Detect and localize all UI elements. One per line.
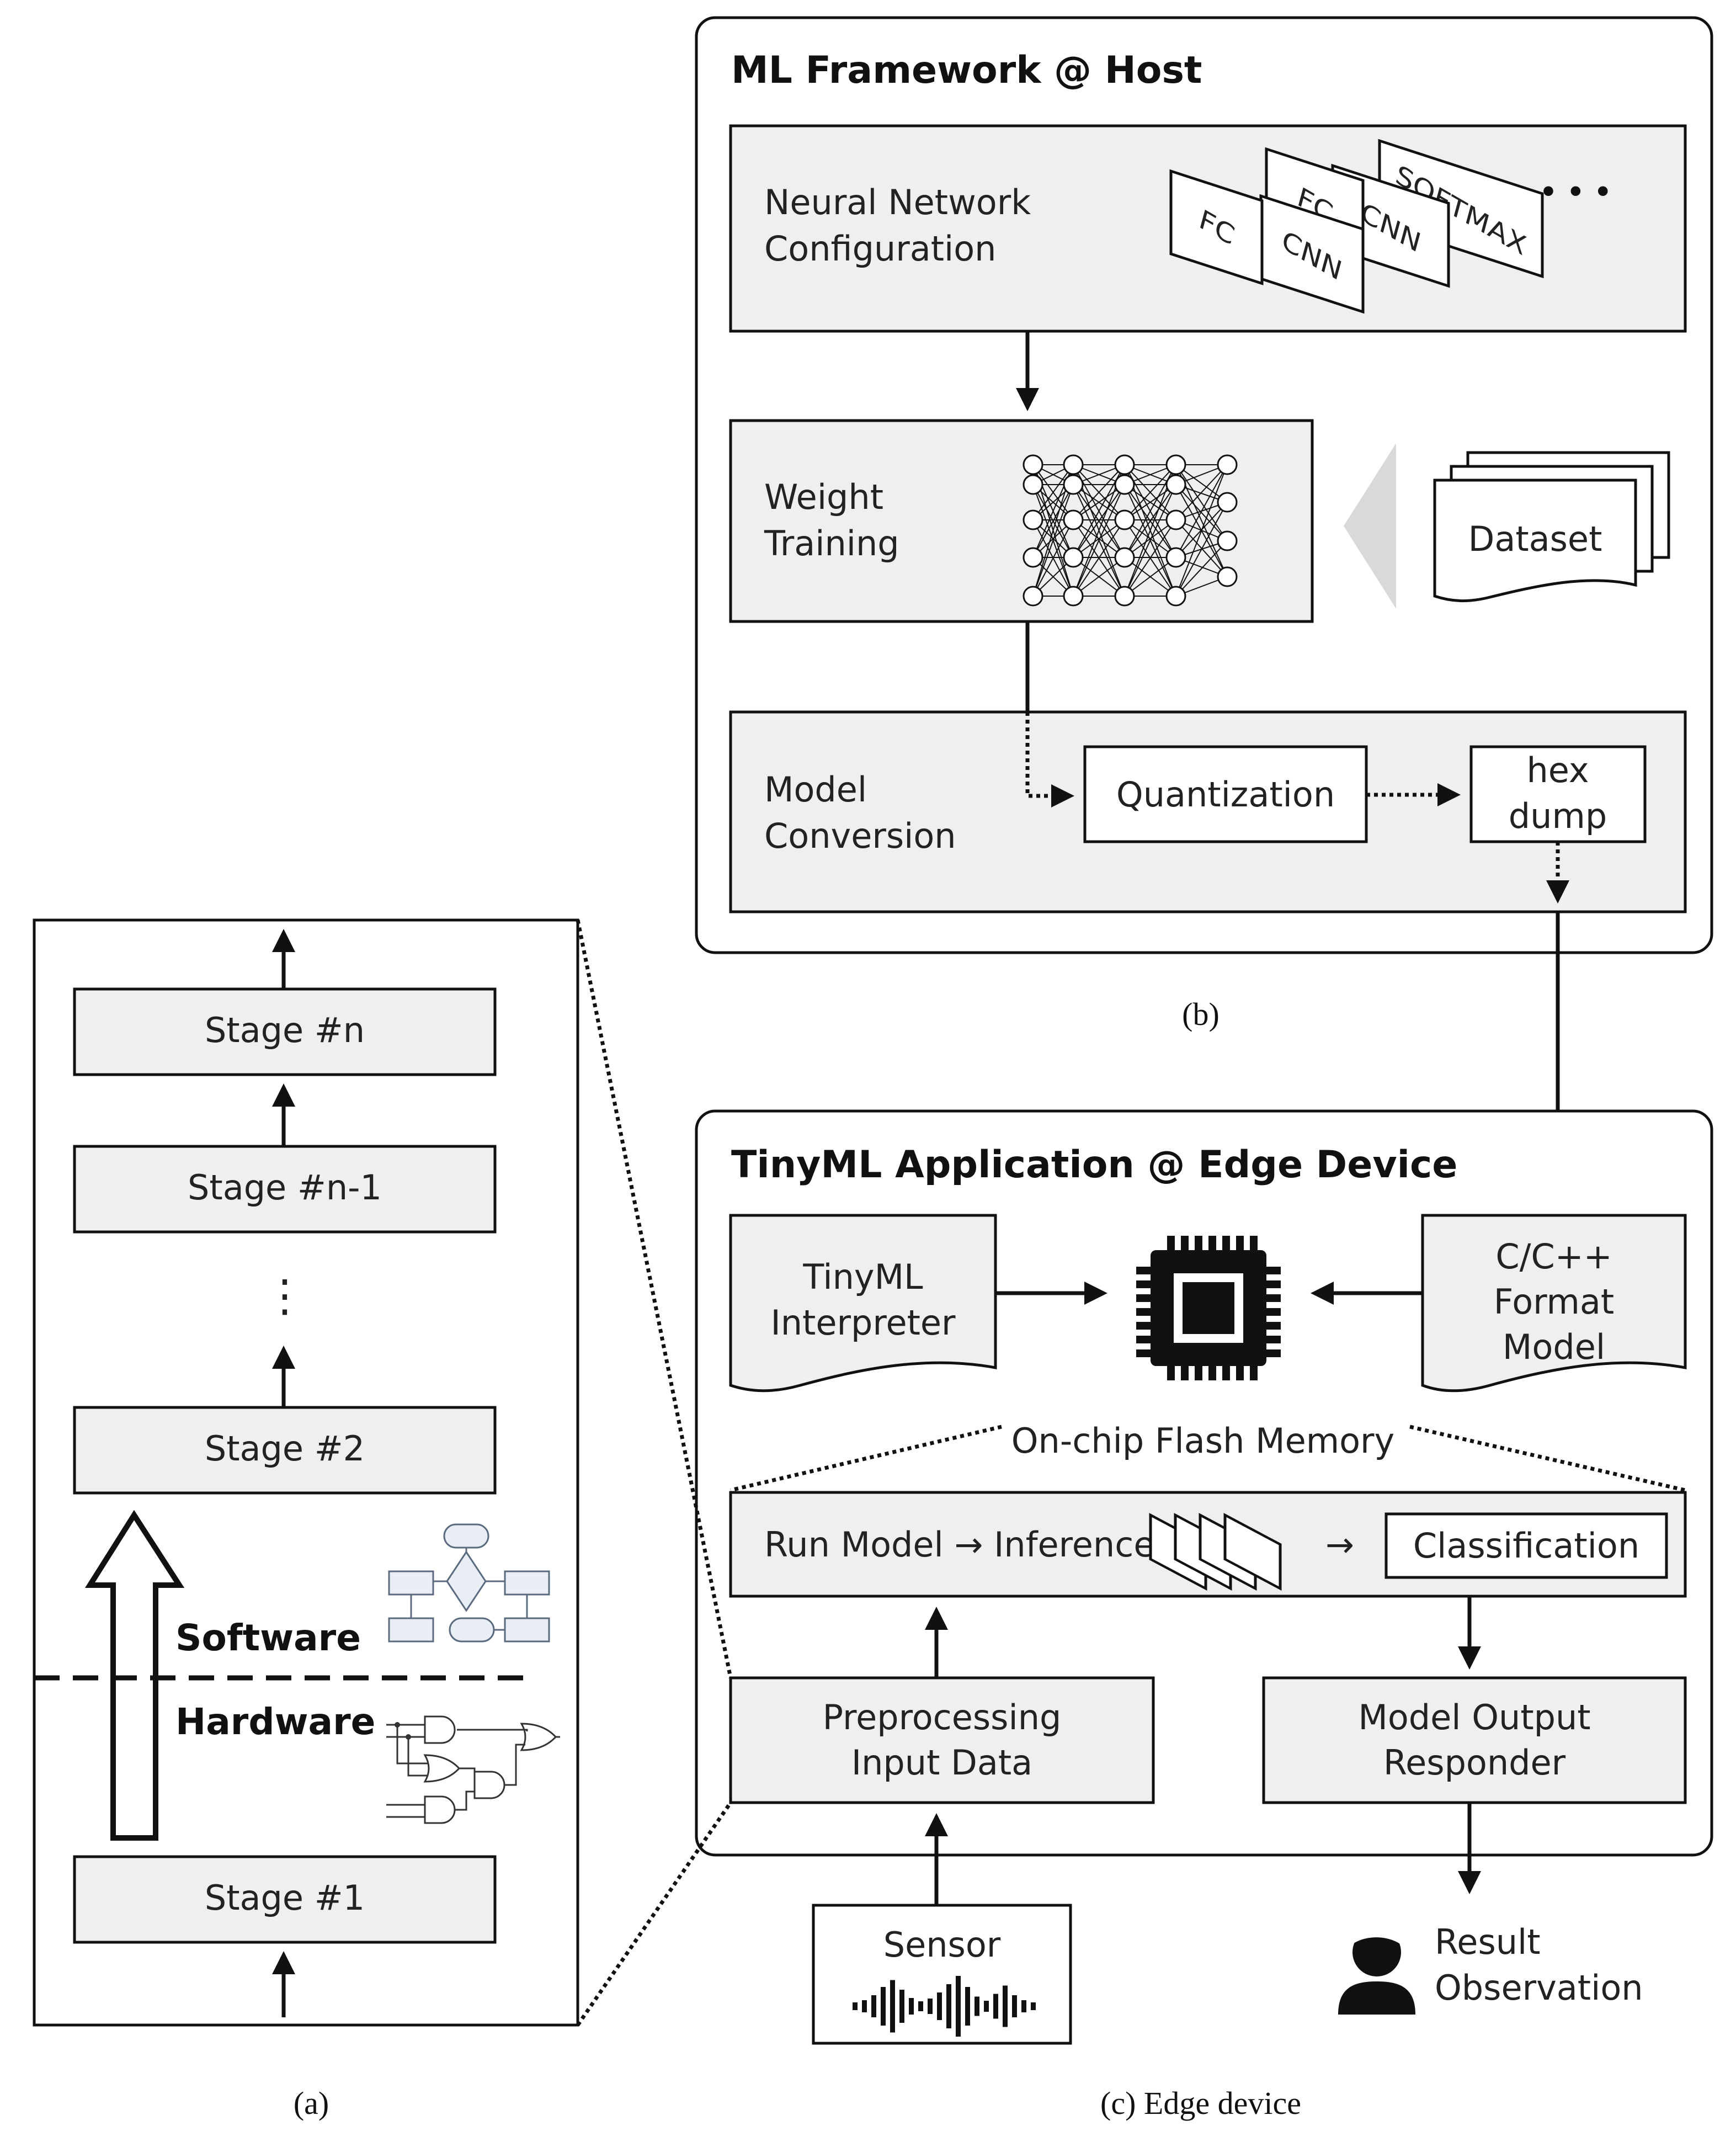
caption-a: (a) xyxy=(294,2085,329,2121)
nn-config-line2: Configuration xyxy=(764,228,996,269)
person-icon xyxy=(1338,1927,1415,2015)
edge-title: TinyML Application @ Edge Device xyxy=(731,1143,1457,1187)
sensor-rect xyxy=(812,1904,1072,2045)
layer-card-cnn-front: CNN xyxy=(1259,194,1365,314)
dataset-doc: Dataset xyxy=(1433,451,1670,603)
stage-n1-box xyxy=(73,1145,497,1234)
model-conversion-box: Model Conversion Quantization hex dump xyxy=(729,710,1687,913)
quantization-label: Quantization xyxy=(1116,774,1335,815)
interpreter-line1: TinyML xyxy=(802,1257,923,1297)
preprocessing-line2: Input Data xyxy=(851,1742,1032,1783)
weight-training-line2: Training xyxy=(764,523,899,564)
waveform-icon xyxy=(853,1976,1036,2037)
hardware-label: Hardware xyxy=(175,1700,375,1743)
classification-label: Classification xyxy=(1413,1526,1639,1566)
sensor-box: Sensor xyxy=(812,1904,1072,2045)
run-model-label: Run Model → Inference xyxy=(764,1524,1154,1565)
hexdump-line1: hex xyxy=(1526,750,1589,790)
logic-gates-icon xyxy=(386,1715,560,1824)
responder-rect xyxy=(1262,1676,1687,1804)
panel-b-host: ML Framework @ Host Neural Network Confi… xyxy=(695,16,1713,1032)
format-model-line3: Model xyxy=(1503,1327,1605,1367)
chip-icon xyxy=(1136,1236,1281,1380)
stage-2-box xyxy=(73,1406,497,1495)
weight-training-rect xyxy=(729,419,1314,623)
software-label: Software xyxy=(175,1617,361,1659)
result-line1: Result xyxy=(1435,1922,1541,1962)
neural-network-icon xyxy=(1023,454,1238,607)
sensor-label: Sensor xyxy=(883,1925,1001,1965)
preprocessing-rect xyxy=(729,1676,1155,1804)
zoom-line-top xyxy=(576,920,733,1678)
weight-training-box: Weight Training xyxy=(729,419,1314,623)
model-conversion-line2: Conversion xyxy=(764,816,956,856)
run-model-box: Run Model → Inference → Classification xyxy=(729,1491,1687,1598)
flash-zoom-left xyxy=(730,1425,1002,1492)
layer-cards: SOFTMAX CNN FC CNN FC • • • xyxy=(1169,139,1612,314)
zoom-line-bottom xyxy=(576,1801,732,2026)
format-model-doc: C/C++ Format Model xyxy=(1421,1214,1687,1393)
flash-zoom-right xyxy=(1409,1425,1686,1492)
weight-training-line1: Weight xyxy=(764,477,883,517)
hexdump-line2: dump xyxy=(1509,796,1607,836)
model-conversion-line1: Model xyxy=(764,769,867,810)
preprocessing-box: Preprocessing Input Data xyxy=(729,1676,1155,1804)
run-model-arrow-glyph: → xyxy=(1325,1524,1354,1565)
result-line2: Observation xyxy=(1435,1968,1643,2008)
interpreter-line2: Interpreter xyxy=(770,1303,956,1343)
panel-c-edge: TinyML Application @ Edge Device TinyML … xyxy=(695,1109,1713,1857)
layer-card-fc-front: FC xyxy=(1169,169,1264,285)
stage-1-box xyxy=(73,1855,497,1944)
stage-n-box xyxy=(73,987,497,1076)
quantization-box xyxy=(1083,745,1368,843)
stage-vdots: ⋮ xyxy=(263,1270,307,1321)
hexdump-box xyxy=(1469,745,1647,843)
format-model-line1: C/C++ xyxy=(1495,1236,1612,1277)
nn-config-box: Neural Network Configuration SOFTMAX CNN… xyxy=(729,124,1687,333)
responder-box: Model Output Responder xyxy=(1262,1676,1687,1804)
flowchart-icon xyxy=(388,1523,550,1643)
responder-line2: Responder xyxy=(1383,1742,1566,1783)
responder-line1: Model Output xyxy=(1358,1697,1590,1737)
preprocessing-line1: Preprocessing xyxy=(823,1697,1062,1737)
layer-ellipsis: • • • xyxy=(1540,176,1612,208)
stage-n1-label: Stage #n-1 xyxy=(188,1167,382,1208)
classification-box xyxy=(1384,1512,1668,1579)
dataset-feed-arrow xyxy=(1344,443,1396,609)
dataset-label: Dataset xyxy=(1468,519,1602,559)
caption-c: (c) Edge device xyxy=(1100,2085,1301,2121)
host-title: ML Framework @ Host xyxy=(731,49,1202,92)
stage-2-label: Stage #2 xyxy=(205,1428,365,1469)
stage-1-label: Stage #1 xyxy=(205,1878,365,1918)
panel-a-pipeline: Stage #n Stage #n-1 ⋮ Stage #2 Software … xyxy=(33,918,579,2121)
nn-config-line1: Neural Network xyxy=(764,182,1031,222)
tinyml-interpreter-doc: TinyML Interpreter xyxy=(729,1214,997,1393)
format-model-line2: Format xyxy=(1494,1282,1614,1322)
caption-b: (b) xyxy=(1182,996,1220,1032)
inference-cards xyxy=(1149,1513,1282,1591)
stage-n-label: Stage #n xyxy=(205,1010,365,1050)
flash-memory-label: On-chip Flash Memory xyxy=(1011,1421,1394,1461)
